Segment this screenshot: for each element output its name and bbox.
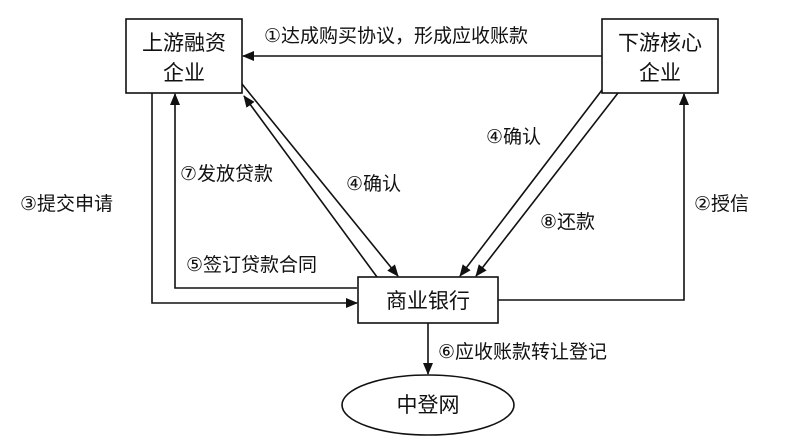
downstream-enterprise-label-line2: 企业 [639, 61, 681, 85]
upstream-enterprise-node: 上游融资 企业 [125, 18, 243, 94]
edge-2-label: ②授信 [694, 193, 749, 215]
edge-4b-label: ④确认 [486, 126, 541, 148]
edge-4b-arrow [459, 89, 603, 277]
registry-label: 中登网 [397, 393, 460, 417]
edge-5-arrow [170, 93, 357, 289]
edge-3-label: ③提交申请 [20, 193, 113, 215]
edge-6-label: ⑥应收账款转让登记 [438, 341, 607, 363]
edge-2-arrow [498, 93, 689, 301]
edge-7-arrow [243, 95, 378, 278]
upstream-enterprise-label-line2: 企业 [163, 61, 205, 85]
commercial-bank-label: 商业银行 [386, 289, 470, 313]
edge-4a-arrow [241, 83, 399, 277]
edge-7-label: ⑦发放贷款 [180, 163, 273, 185]
edge-8-arrow [475, 92, 619, 277]
downstream-enterprise-label-line1: 下游核心 [618, 31, 702, 55]
commercial-bank-node: 商业银行 [357, 276, 499, 324]
edge-1-label: ①达成购买协议，形成应收账款 [264, 25, 528, 47]
downstream-enterprise-node: 下游核心 企业 [601, 18, 719, 94]
upstream-enterprise-label-line1: 上游融资 [142, 31, 226, 55]
edge-4a-label: ④确认 [346, 173, 401, 195]
registry-node: 中登网 [341, 374, 515, 436]
edge-8-label: ⑧还款 [540, 211, 595, 233]
edge-5-label: ⑤签订贷款合同 [186, 254, 317, 276]
edge-3-arrow [151, 93, 358, 308]
